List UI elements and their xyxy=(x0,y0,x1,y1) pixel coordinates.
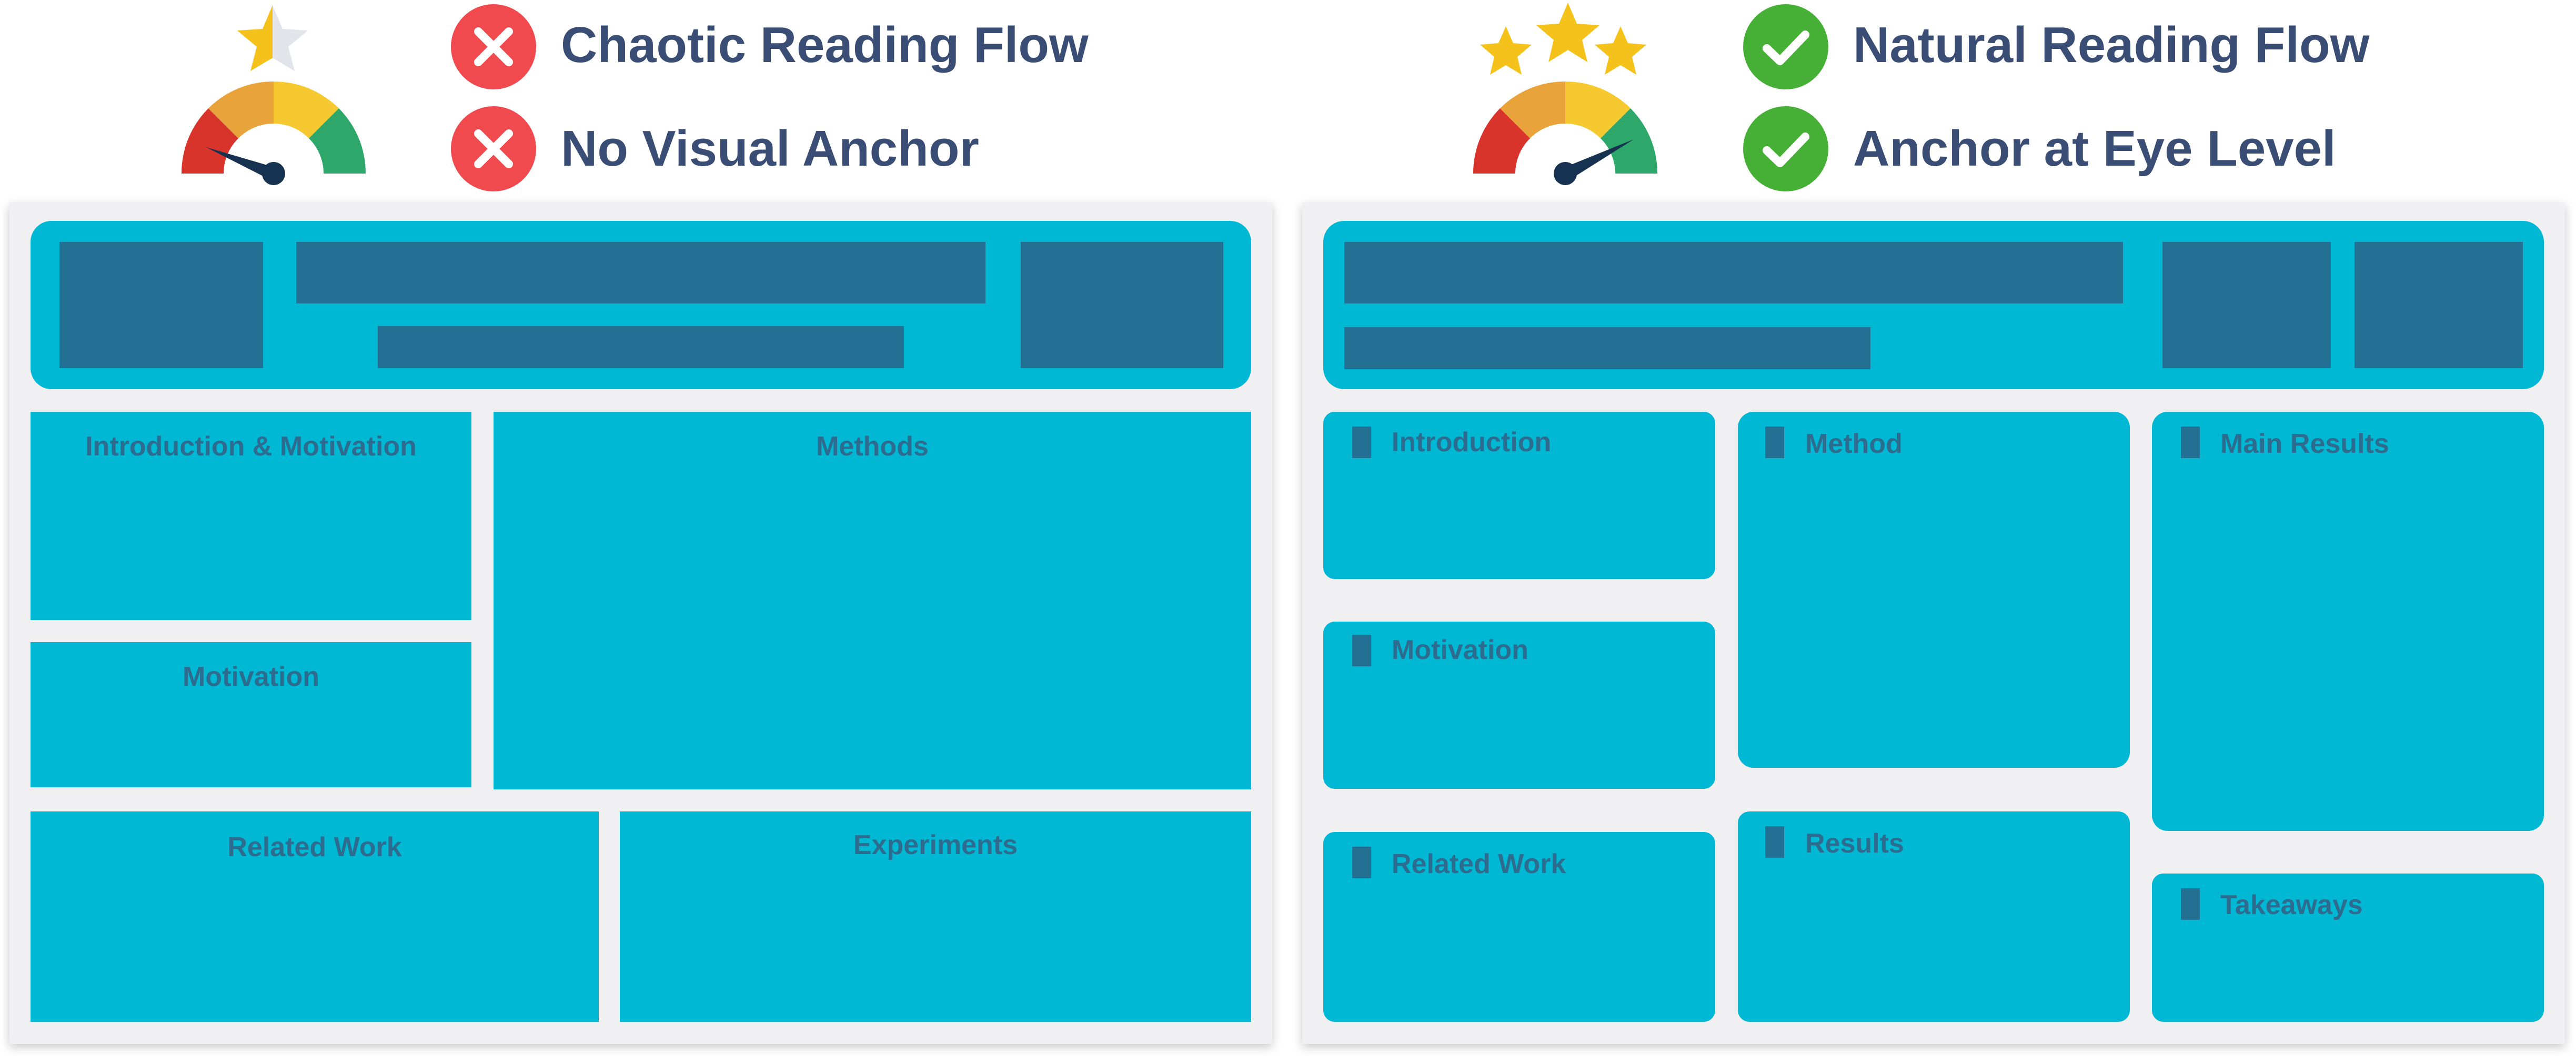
section-title: Experiments xyxy=(853,830,1018,860)
section-intro-motivation: Introduction & Motivation xyxy=(31,412,471,620)
three-stars-icon xyxy=(1480,3,1646,75)
section-results: Results xyxy=(1738,811,2130,1022)
poster-good-layout: Introduction Motivation Related Work Met… xyxy=(1302,202,2565,1044)
section-marker xyxy=(1352,427,1371,458)
poster-header xyxy=(1323,221,2544,389)
headline-natural: Natural Reading Flow xyxy=(1853,17,2370,73)
section-title: Motivation xyxy=(183,662,319,692)
section-methods: Methods xyxy=(494,412,1251,789)
section-related-work: Related Work xyxy=(1323,832,1715,1022)
section-marker xyxy=(2181,427,2200,458)
section-title: Introduction & Motivation xyxy=(85,431,417,462)
headline-chaotic: Chaotic Reading Flow xyxy=(561,17,1089,73)
section-title: Related Work xyxy=(227,832,402,862)
section-marker xyxy=(1352,635,1371,666)
headline-no-anchor: No Visual Anchor xyxy=(561,120,979,177)
subtitle-block xyxy=(1344,327,1870,369)
headline-anchor-eye: Anchor at Eye Level xyxy=(1853,120,2336,177)
section-method: Method xyxy=(1738,412,2130,768)
pass-icon xyxy=(1743,106,1828,191)
title-block xyxy=(1344,242,2123,303)
rating-gauge-high xyxy=(1463,0,1673,195)
section-title: Motivation xyxy=(1392,635,1528,665)
section-related-work: Related Work xyxy=(31,811,599,1022)
section-main-results: Main Results xyxy=(2152,412,2544,831)
logo-block xyxy=(2162,242,2331,368)
subtitle-block xyxy=(378,326,904,368)
section-marker xyxy=(1765,826,1784,858)
logo-block xyxy=(59,242,263,368)
rating-gauge-low xyxy=(174,0,384,195)
poster-bad-layout: Introduction & Motivation Methods Motiva… xyxy=(9,202,1272,1044)
fail-icon xyxy=(451,4,536,89)
section-takeaways: Takeaways xyxy=(2152,874,2544,1022)
logo-block xyxy=(1021,242,1223,368)
section-motivation: Motivation xyxy=(1323,622,1715,789)
section-title: Method xyxy=(1805,429,1903,459)
section-title: Main Results xyxy=(2220,429,2389,459)
half-star-icon xyxy=(237,5,308,71)
section-marker xyxy=(1352,847,1371,878)
section-motivation: Motivation xyxy=(31,642,471,787)
section-title: Results xyxy=(1805,828,1904,859)
section-title: Introduction xyxy=(1392,427,1552,458)
section-marker xyxy=(1765,427,1784,458)
section-experiments: Experiments xyxy=(620,811,1251,1022)
section-title: Methods xyxy=(816,431,929,462)
section-marker xyxy=(2181,888,2200,920)
section-title: Related Work xyxy=(1392,849,1566,879)
title-block xyxy=(296,242,985,303)
section-title: Takeaways xyxy=(2220,890,2363,920)
section-introduction: Introduction xyxy=(1323,412,1715,579)
logo-block xyxy=(2354,242,2523,368)
poster-header xyxy=(31,221,1251,389)
pass-icon xyxy=(1743,4,1828,89)
fail-icon xyxy=(451,106,536,191)
